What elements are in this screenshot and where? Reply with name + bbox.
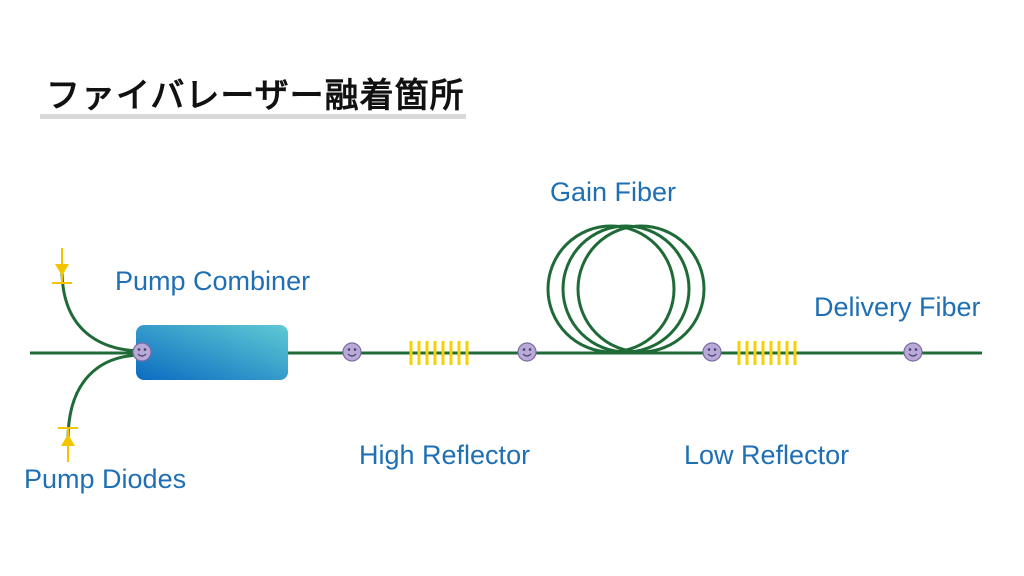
upper-pump-arrow-icon bbox=[52, 248, 72, 284]
splice-point-3-smiley-icon bbox=[702, 342, 722, 362]
gain-fiber-label: Gain Fiber bbox=[550, 177, 676, 207]
splice-point-1-smiley-icon bbox=[342, 342, 362, 362]
splice-point-4-smiley-icon bbox=[903, 342, 923, 362]
high-reflector-grating bbox=[409, 341, 469, 365]
low-reflector-label: Low Reflector bbox=[684, 440, 849, 470]
splice-point-2-smiley-icon bbox=[517, 342, 537, 362]
lower-pump-fiber bbox=[66, 353, 141, 441]
page-title: ファイバレーザー融着箇所 bbox=[46, 76, 465, 116]
high-reflector-label: High Reflector bbox=[359, 440, 530, 470]
title-underline bbox=[40, 114, 466, 119]
low-reflector-grating bbox=[737, 341, 797, 365]
pump-combiner-box bbox=[136, 325, 288, 380]
lower-pump-arrow-icon bbox=[58, 427, 78, 462]
delivery-fiber-label: Delivery Fiber bbox=[814, 292, 981, 322]
pump-combiner-label: Pump Combiner bbox=[115, 266, 310, 296]
pump-diodes-label: Pump Diodes bbox=[24, 464, 186, 494]
upper-pump-fiber bbox=[60, 269, 141, 353]
splice-point-combiner-smiley-icon bbox=[132, 342, 152, 362]
gain-fiber-coil bbox=[546, 224, 706, 354]
